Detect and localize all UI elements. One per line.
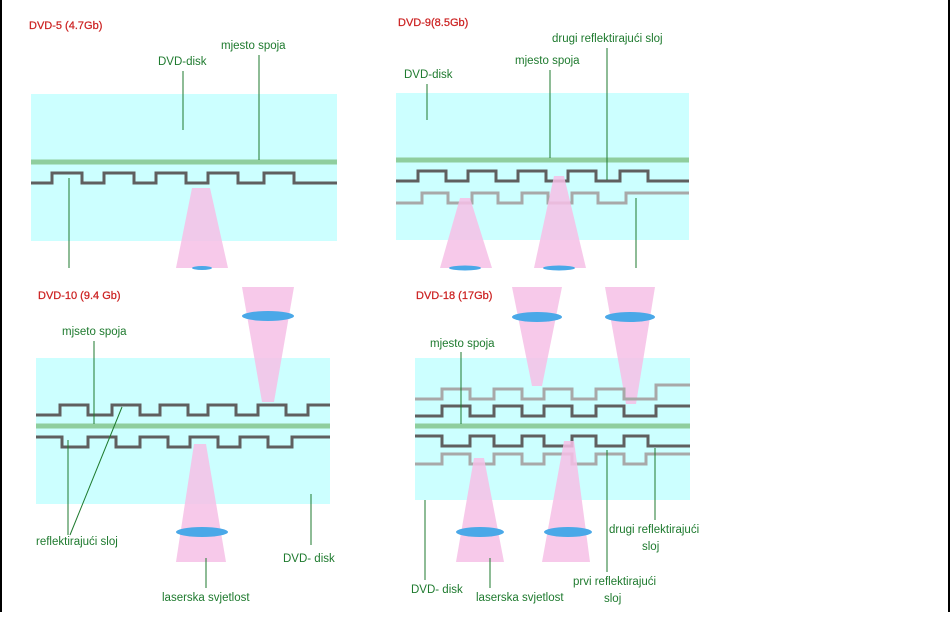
dvd10-reflective-label: reflektirajući sloj [36,536,118,548]
dvd18-lens-bottom-2 [544,527,592,537]
dvd9-title: DVD-9(8.5Gb) [398,17,468,29]
dvd18-lens-bottom-1 [456,527,504,537]
dvd18-first-layer-label-line1: prvi reflektirajući [573,576,656,588]
dvd10-bottom-reflective-layer [36,435,330,449]
dvd18-laser-beam-top-1 [512,287,562,386]
dvd9-lens-2 [543,265,575,271]
dvd9-laser-beam-2 [534,176,586,268]
dvd5-reflective-layer [31,171,337,185]
dvd10-bond-label: mjseto spoja [62,326,127,338]
dvd18-disc-label: DVD- disk [411,584,463,596]
dvd18-bond-label: mjesto spoja [430,338,495,350]
dvd18-bottom-first-layer [415,434,690,448]
dvd18-title: DVD-18 (17Gb) [416,290,492,302]
dvd10-lens-bottom [176,527,228,537]
dvd9-lens-1 [449,265,481,271]
dvd9-second-layer-label: drugi reflektirajući sloj [552,33,663,45]
dvd9-second-reflective-layer [396,191,689,205]
dvd18-lens-top-2 [605,312,655,322]
dvd10-title: DVD-10 (9.4 Gb) [38,290,121,302]
dvd10-disc-label: DVD- disk [283,553,335,565]
dvd5-disc [31,94,337,241]
dvd18-disc [415,358,690,500]
dvd9-first-reflective-layer [396,169,689,183]
dvd5-bond-label: mjesto spoja [221,40,286,52]
dvd10-top-reflective-layer [36,403,330,417]
dvd18-laser-label: laserska svjetlost [476,592,564,604]
dvd5-lens [192,266,212,270]
panel-dvd10: DVD-10 (9.4 Gb) mjseto spoja reflektiraj… [36,287,335,604]
dvd18-top-first-layer [415,404,690,418]
dvd10-laser-label: laserska svjetlost [162,592,250,604]
dvd9-laser-beam-1 [440,198,492,268]
panel-dvd18: DVD-18 (17Gb) mjesto spoja drugi reflekt… [411,287,699,605]
panel-dvd5: DVD-5 (4.7Gb) DVD-disk mjesto spoja [29,20,337,270]
dvd18-lens-top-1 [512,312,562,322]
dvd18-first-layer-label-line2: sloj [604,593,621,605]
dvd18-second-layer-label-line1: drugi reflektirajući [609,524,699,536]
dvd10-reflective-leader-2 [69,406,123,536]
dvd5-title: DVD-5 (4.7Gb) [29,20,102,32]
dvd5-disc-label: DVD-disk [158,56,207,68]
dvd9-disc [396,93,689,240]
panel-dvd9: DVD-9(8.5Gb) drugi reflektirajući sloj D… [396,17,689,271]
dvd5-laser-beam [176,188,228,268]
dvd18-second-layer-label-line2: sloj [642,541,659,553]
dvd9-disc-label: DVD-disk [404,69,453,81]
dvd18-top-second-layer [415,383,690,401]
dvd18-bottom-second-layer [415,452,690,466]
dvd10-disc [36,358,330,504]
dvd10-lens-top [242,311,294,321]
dvd9-bond-label: mjesto spoja [515,55,580,67]
